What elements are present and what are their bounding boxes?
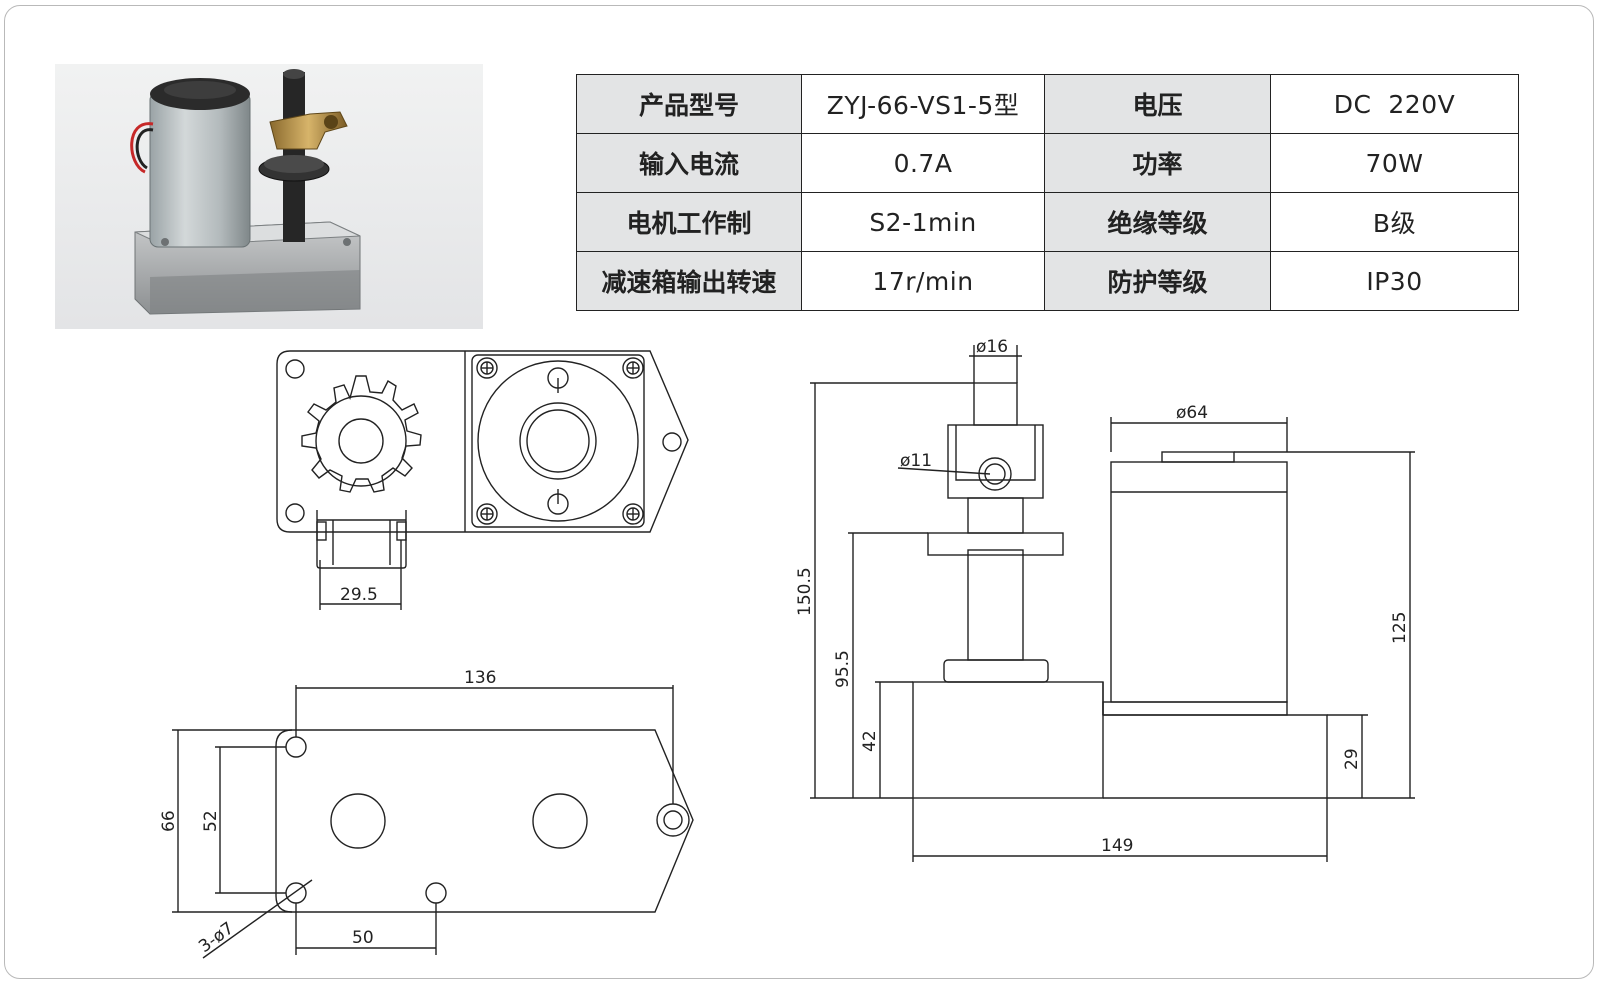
dim-label: 29.5 xyxy=(340,585,378,605)
spec-value: B级 xyxy=(1270,192,1519,252)
spec-value: DC 220V xyxy=(1270,74,1519,134)
spec-row: 减速箱输出转速 17r/min 防护等级 IP30 xyxy=(576,251,1519,311)
screw-icon xyxy=(476,357,498,379)
spec-value: IP30 xyxy=(1270,251,1519,311)
dim-label: 29 xyxy=(1342,748,1362,770)
dim-label: 150.5 xyxy=(795,567,815,616)
screw-icon xyxy=(622,503,644,525)
top-view xyxy=(276,350,689,569)
spec-label: 输入电流 xyxy=(576,133,802,193)
spec-label: 减速箱输出转速 xyxy=(576,251,802,311)
dim-label: 52 xyxy=(201,810,221,832)
spec-row: 电机工作制 S2-1min 绝缘等级 B级 xyxy=(576,192,1519,252)
sprocket-icon xyxy=(301,375,422,493)
dim-label: ø64 xyxy=(1176,403,1208,423)
spec-row: 产品型号 ZYJ-66-VS1-5型 电压 DC 220V xyxy=(576,74,1519,134)
dim-label: 95.5 xyxy=(833,650,853,688)
dim-label: ø16 xyxy=(976,337,1008,357)
spec-label: 电压 xyxy=(1044,74,1271,134)
bottom-view xyxy=(275,729,694,913)
spec-value: 70W xyxy=(1270,133,1519,193)
dim-label: 149 xyxy=(1101,836,1133,856)
dim-label: 42 xyxy=(860,730,880,752)
side-view xyxy=(912,382,1328,799)
spec-label: 防护等级 xyxy=(1044,251,1271,311)
dim-label: 50 xyxy=(352,928,374,948)
screw-icon xyxy=(476,503,498,525)
screw-icon xyxy=(622,357,644,379)
dim-label: 3-ø7 xyxy=(195,918,238,957)
spec-label: 绝缘等级 xyxy=(1044,192,1271,252)
spec-table: 产品型号 ZYJ-66-VS1-5型 电压 DC 220V 输入电流 0.7A … xyxy=(576,74,1519,311)
spec-value: 17r/min xyxy=(801,251,1045,311)
spec-label: 电机工作制 xyxy=(576,192,802,252)
spec-value: ZYJ-66-VS1-5型 xyxy=(801,74,1045,134)
dim-label: ø11 xyxy=(900,451,932,471)
dim-label: 125 xyxy=(1390,612,1410,644)
dim-label: 136 xyxy=(464,668,496,688)
spec-value: 0.7A xyxy=(801,133,1045,193)
product-photo xyxy=(55,64,483,329)
spec-value: S2-1min xyxy=(801,192,1045,252)
dim-label: 66 xyxy=(159,810,179,832)
page-frame xyxy=(4,5,1594,979)
